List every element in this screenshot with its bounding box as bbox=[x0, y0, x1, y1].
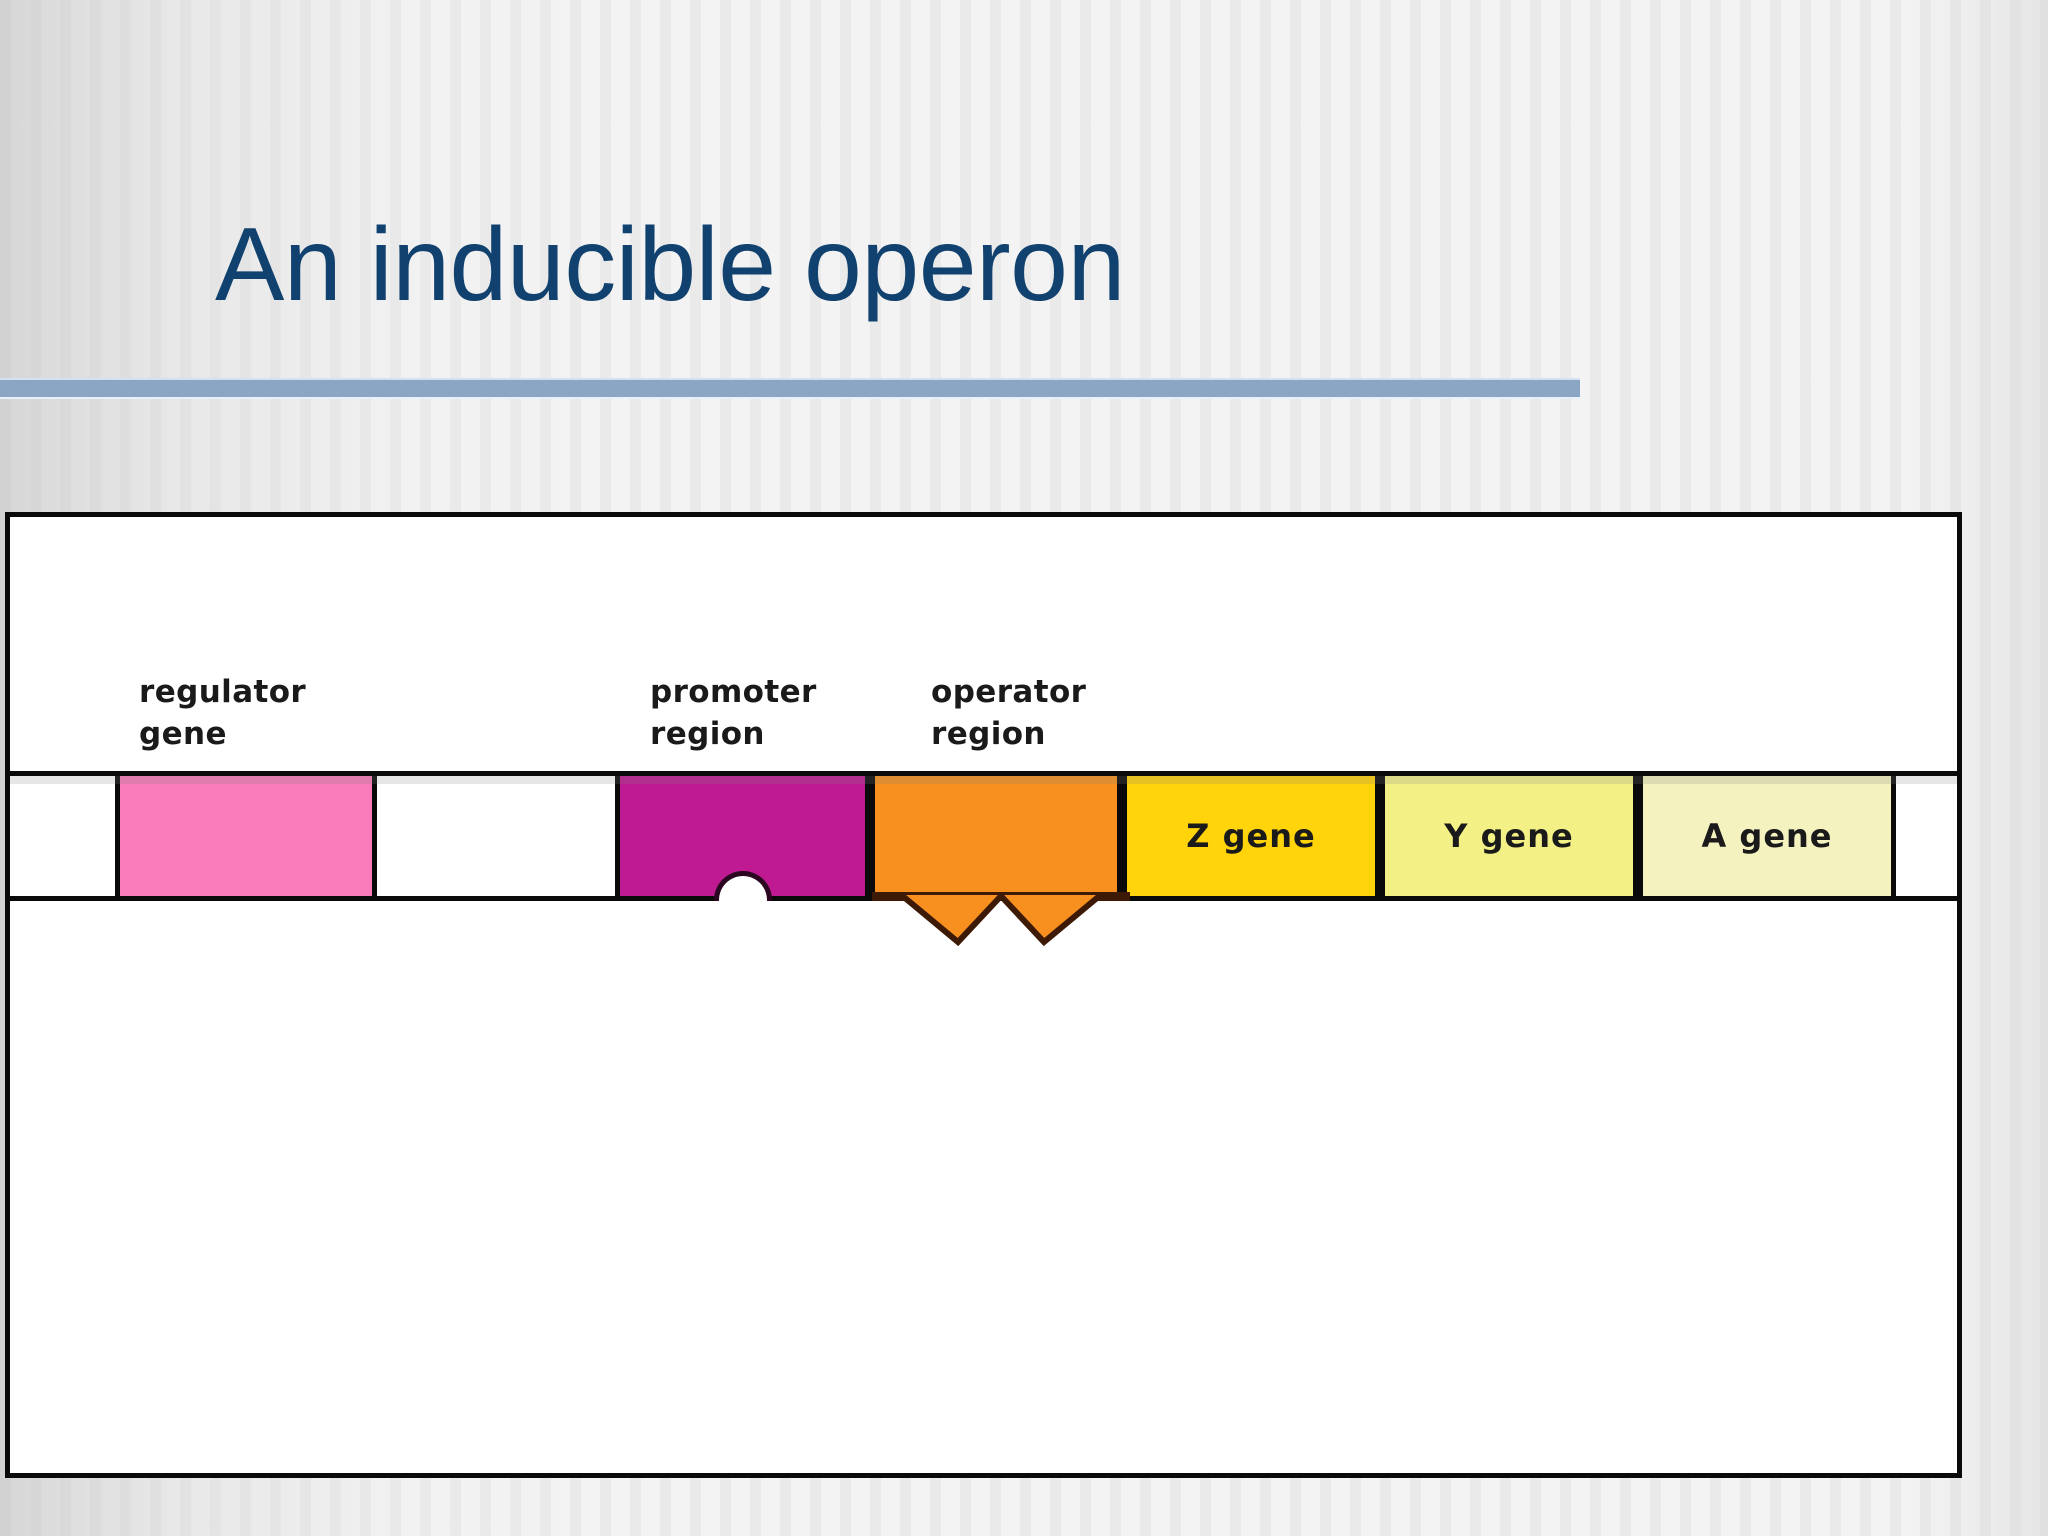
label-promoter-region: promoter region bbox=[650, 674, 817, 753]
dna-strip: Z gene Y gene A gene bbox=[10, 771, 1957, 947]
segment-a-gene: A gene bbox=[1638, 776, 1896, 896]
segment-promoter-region bbox=[615, 776, 870, 901]
operator-repressor-binding-zigzag-icon bbox=[872, 892, 1130, 947]
segment-operator-region bbox=[870, 776, 1130, 947]
label-operator-region: operator region bbox=[931, 674, 1087, 753]
segment-a-gene-label: A gene bbox=[1701, 817, 1833, 855]
segment-y-gene: Y gene bbox=[1380, 776, 1638, 896]
segment-z-gene-label: Z gene bbox=[1186, 817, 1316, 855]
title-underline-rule bbox=[0, 378, 1580, 399]
segment-z-gene: Z gene bbox=[1122, 776, 1380, 896]
segment-regulator-gene bbox=[115, 776, 377, 896]
operon-diagram-panel: regulator gene promoter region operator … bbox=[5, 512, 1962, 1478]
promoter-rna-polymerase-notch bbox=[713, 871, 772, 901]
page-title: An inducible operon bbox=[215, 207, 1125, 323]
segment-y-gene-label: Y gene bbox=[1444, 817, 1574, 855]
label-regulator-gene: regulator gene bbox=[139, 674, 307, 753]
